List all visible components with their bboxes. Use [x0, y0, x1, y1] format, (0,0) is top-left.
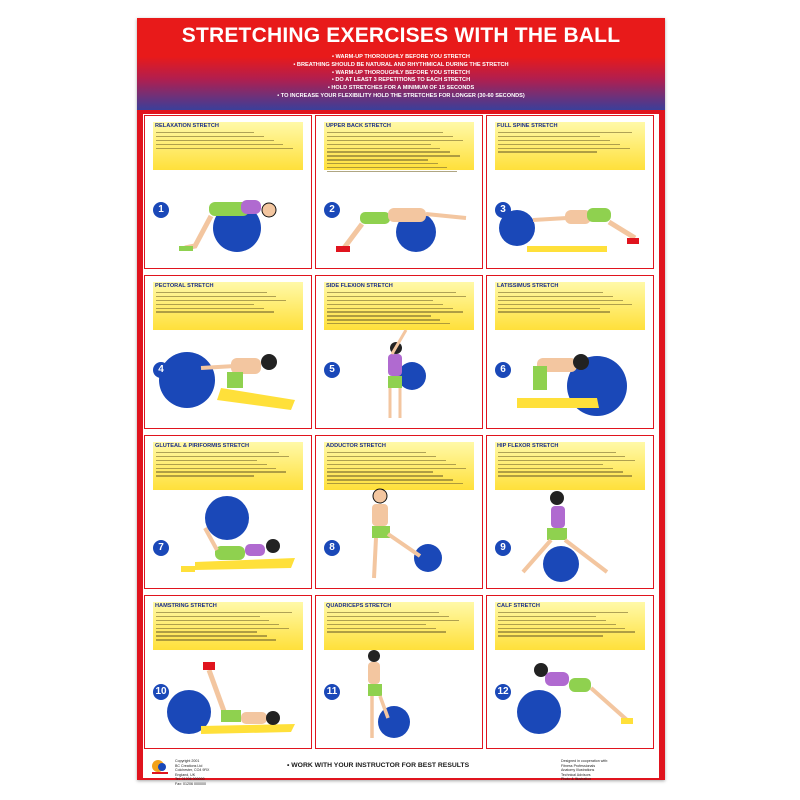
credit-line: Anatomy Illustrations [561, 768, 595, 773]
exercise-illustration [372, 488, 442, 579]
poster-footer [143, 754, 659, 778]
poster-header: STRETCHING EXERCISES WITH THE BALL • WAR… [137, 18, 665, 110]
credit-line: Technical Advisors [561, 772, 591, 777]
credits-block: Designed in cooperation with: Fitness Pr… [561, 759, 608, 782]
exercise-illustration [336, 208, 467, 252]
exercise-illustration [388, 329, 426, 418]
poster-title: STRETCHING EXERCISES WITH THE BALL [181, 24, 621, 47]
exercise-number: 7 [153, 540, 169, 556]
exercise-title: ADDUCTOR STRETCH [326, 443, 386, 449]
instruction-box: HIP FLEXOR STRETCH [495, 442, 645, 490]
copyright-line: BC Creations Ltd [175, 763, 203, 768]
exercise-number: 4 [153, 362, 169, 378]
copyright-block: Copyright 2001 BC Creations Ltd Colchest… [175, 759, 209, 787]
exercise-number: 11 [324, 684, 340, 700]
exercise-title: PECTORAL STRETCH [155, 283, 214, 289]
instruction-text [327, 452, 467, 487]
tip-item: • DO AT LEAST 3 REPETITIONS TO EACH STRE… [331, 77, 471, 84]
exercise-title: HAMSTRING STRETCH [155, 603, 217, 609]
exercise-card: FULL SPINE STRETCH 3 [486, 115, 654, 269]
exercise-number: 10 [153, 684, 169, 700]
exercise-card: PECTORAL STRETCH 4 [144, 275, 312, 429]
instruction-text [156, 292, 296, 315]
exercise-illustration [517, 354, 627, 416]
tip-item: • WARM-UP THOROUGHLY BEFORE YOU STRETCH [332, 69, 470, 76]
exercise-illustration [179, 200, 277, 252]
instruction-box: CALF STRETCH [495, 602, 645, 650]
instruction-text [498, 452, 638, 479]
exercise-illustration [499, 208, 639, 252]
instruction-box: RELAXATION STRETCH [153, 122, 303, 170]
exercise-card: QUADRICEPS STRETCH 11 [315, 595, 483, 749]
credit-line: Fitness Professionals [561, 763, 596, 768]
tip-item: • WARM-UP THOROUGHLY BEFORE YOU STRETCH [332, 54, 470, 60]
instruction-text [327, 612, 467, 635]
instruction-box: FULL SPINE STRETCH [495, 122, 645, 170]
copyright-line: Fax: 01206 000000 [175, 781, 206, 786]
exercise-title: LATISSIMUS STRETCH [497, 283, 559, 289]
exercise-number: 6 [495, 362, 511, 378]
exercise-card: ADDUCTOR STRETCH 8 [315, 435, 483, 589]
exercise-illustration [517, 663, 633, 734]
instruction-text [327, 132, 467, 175]
copyright-line: Tel: 01206 000000 [175, 777, 205, 782]
instruction-box: GLUTEAL & PIRIFORMIS STRETCH [153, 442, 303, 490]
instruction-text [498, 132, 638, 155]
tip-item: • HOLD STRETCHES FOR A MINIMUM OF 15 SEC… [327, 85, 475, 92]
exercise-card: CALF STRETCH 12 [486, 595, 654, 749]
tips-list: • WARM-UP THOROUGHLY BEFORE YOU STRETCH … [137, 54, 665, 101]
instruction-text [327, 292, 467, 327]
credit-line: Photo & Illustration [561, 777, 592, 782]
tip-item: • BREATHING SHOULD BE NATURAL AND RHYTHM… [293, 61, 509, 68]
instruction-text [498, 292, 638, 315]
instruction-text [498, 612, 638, 639]
exercise-number: 3 [495, 202, 511, 218]
exercise-number: 12 [495, 684, 511, 700]
instruction-text [156, 132, 296, 151]
exercise-number: 9 [495, 540, 511, 556]
exercise-title: UPPER BACK STRETCH [326, 123, 391, 129]
footer-message: • WORK WITH YOUR INSTRUCTOR FOR BEST RES… [287, 762, 470, 769]
tip-item: • TO INCREASE YOUR FLEXIBILITY HOLD THE … [277, 92, 525, 99]
exercise-card: HAMSTRING STRETCH 10 [144, 595, 312, 749]
copyright-line: England, UK [175, 772, 196, 777]
exercise-card: GLUTEAL & PIRIFORMIS STRETCH 7 [144, 435, 312, 589]
exercise-card: HIP FLEXOR STRETCH 9 [486, 435, 654, 589]
copyright-line: Colchester, CO4 9RX [175, 768, 210, 773]
exercise-title: GLUTEAL & PIRIFORMIS STRETCH [155, 443, 250, 449]
instruction-text [156, 612, 296, 643]
instruction-box: SIDE FLEXION STRETCH [324, 282, 474, 330]
exercise-title: SIDE FLEXION STRETCH [326, 283, 393, 289]
exercise-card: LATISSIMUS STRETCH 6 [486, 275, 654, 429]
exercise-title: HIP FLEXOR STRETCH [497, 443, 559, 449]
exercise-card: UPPER BACK STRETCH 2 [315, 115, 483, 269]
exercise-number: 1 [153, 202, 169, 218]
instruction-box: ADDUCTOR STRETCH [324, 442, 474, 490]
exercise-number: 8 [324, 540, 340, 556]
exercise-title: QUADRICEPS STRETCH [326, 603, 392, 609]
exercise-title: FULL SPINE STRETCH [497, 123, 558, 129]
exercise-card: RELAXATION STRETCH 1 [144, 115, 312, 269]
instruction-box: LATISSIMUS STRETCH [495, 282, 645, 330]
exercise-illustration [368, 650, 410, 738]
exercise-illustration [159, 352, 295, 410]
exercise-title: CALF STRETCH [497, 603, 540, 609]
copyright-line: Copyright 2001 [175, 759, 200, 763]
exercise-title: RELAXATION STRETCH [155, 123, 219, 129]
credit-line: Designed in cooperation with: [561, 759, 609, 763]
instruction-box: HAMSTRING STRETCH [153, 602, 303, 650]
publisher-logo [152, 760, 168, 774]
exercise-illustration [181, 496, 295, 572]
instruction-box: QUADRICEPS STRETCH [324, 602, 474, 650]
exercise-illustration [167, 662, 295, 734]
instruction-box: UPPER BACK STRETCH [324, 122, 474, 173]
poster: STRETCHING EXERCISES WITH THE BALL • WAR… [137, 18, 665, 786]
instruction-text [156, 452, 296, 479]
instruction-box: PECTORAL STRETCH [153, 282, 303, 330]
exercise-card: SIDE FLEXION STRETCH 5 [315, 275, 483, 429]
exercise-number: 5 [324, 362, 340, 378]
exercise-number: 2 [324, 202, 340, 218]
exercise-illustration [521, 491, 609, 582]
